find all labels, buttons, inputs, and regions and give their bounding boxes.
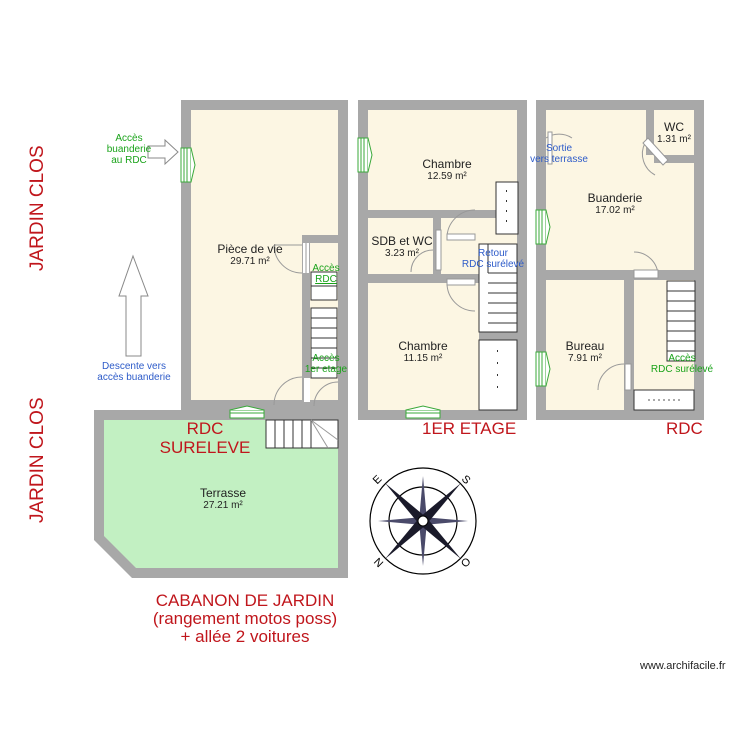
room-area: 29.71 m²: [230, 256, 270, 268]
room-name: Bureau: [565, 339, 605, 353]
acces-rdc-sureleve-note: Accès RDC surélevé: [640, 353, 724, 375]
room-buanderie: Buanderie 17.02 m²: [575, 191, 655, 217]
room-name: Pièce de vie: [217, 242, 283, 256]
level-label-1er-etage: 1ER ETAGE: [422, 419, 517, 438]
retour-rdc-note: Retour RDC surélevé: [454, 248, 532, 270]
note-line: Retour: [477, 248, 508, 259]
room-wc: WC 1.31 m²: [651, 120, 697, 146]
building-rdc-sureleve: [94, 100, 348, 578]
note-line: vers terrasse: [530, 154, 588, 165]
descente-note: Descente vers accès buanderie: [84, 361, 184, 383]
note-line: Accès: [115, 133, 143, 144]
room-chambre-1: Chambre 12.59 m²: [407, 157, 487, 183]
acces-rdc-note: Accès RDC: [306, 263, 346, 285]
level-line: RDC: [186, 419, 224, 438]
room-name: Buanderie: [587, 191, 643, 205]
room-name: Chambre: [398, 339, 448, 353]
room-area: 12.59 m²: [427, 171, 467, 183]
note-line: Accès: [668, 353, 696, 364]
compass-rose-icon: [369, 467, 477, 575]
note-line: Accès: [312, 263, 340, 274]
acces-1er-etage-note: Accès 1er etage: [300, 353, 352, 375]
cabanon-label: CABANON DE JARDIN (rangement motos poss)…: [125, 592, 365, 646]
level-label-rdc: RDC: [666, 419, 703, 438]
cabanon-line: CABANON DE JARDIN: [155, 591, 335, 610]
note-line: RDC: [315, 274, 337, 285]
room-name: SDB et WC: [371, 234, 433, 248]
note-line: Sortie: [545, 143, 573, 154]
building-1er-etage: [357, 100, 527, 420]
room-area: 17.02 m²: [595, 205, 635, 217]
cabanon-line: + allée 2 voitures: [180, 626, 310, 646]
room-area: 1.31 m²: [657, 134, 691, 146]
level-line: SURELEVE: [159, 437, 251, 457]
room-name: Terrasse: [199, 486, 246, 500]
note-line: 1er etage: [304, 364, 348, 375]
room-terrasse: Terrasse 27.21 m²: [183, 486, 263, 512]
room-area: 27.21 m²: [203, 500, 243, 512]
arrow-icon-right: [147, 138, 179, 166]
room-area: 7.91 m²: [568, 353, 602, 365]
note-line: buanderie: [106, 144, 152, 155]
note-line: Descente vers: [102, 361, 166, 372]
cabanon-line: (rangement motos poss): [152, 608, 338, 628]
building-rdc: [535, 100, 704, 420]
note-line: Accès: [312, 353, 340, 364]
watermark: www.archifacile.fr: [640, 660, 726, 672]
jardin-clos-label-bottom: JARDIN CLOS: [27, 397, 48, 523]
level-label-rdc-sureleve: RDC SURELEVE: [150, 419, 260, 457]
note-line: RDC surélevé: [650, 364, 714, 375]
arrow-icon-up: [118, 254, 149, 357]
room-area: 3.23 m²: [385, 248, 419, 260]
room-area: 11.15 m²: [403, 353, 443, 365]
note-line: accès buanderie: [97, 372, 171, 383]
sortie-terrasse-note: Sortie vers terrasse: [524, 143, 594, 165]
room-name: Chambre: [422, 157, 472, 171]
note-line: RDC surélevé: [461, 259, 525, 270]
room-chambre-2: Chambre 11.15 m²: [383, 339, 463, 365]
room-piece-de-vie: Pièce de vie 29.71 m²: [210, 242, 290, 268]
acces-buanderie-note: Accès buanderie au RDC: [100, 133, 158, 166]
room-sdb-wc: SDB et WC 3.23 m²: [362, 234, 442, 260]
room-bureau: Bureau 7.91 m²: [545, 339, 625, 365]
note-line: au RDC: [111, 155, 147, 166]
room-name: WC: [664, 120, 684, 134]
jardin-clos-label-top: JARDIN CLOS: [27, 145, 48, 271]
